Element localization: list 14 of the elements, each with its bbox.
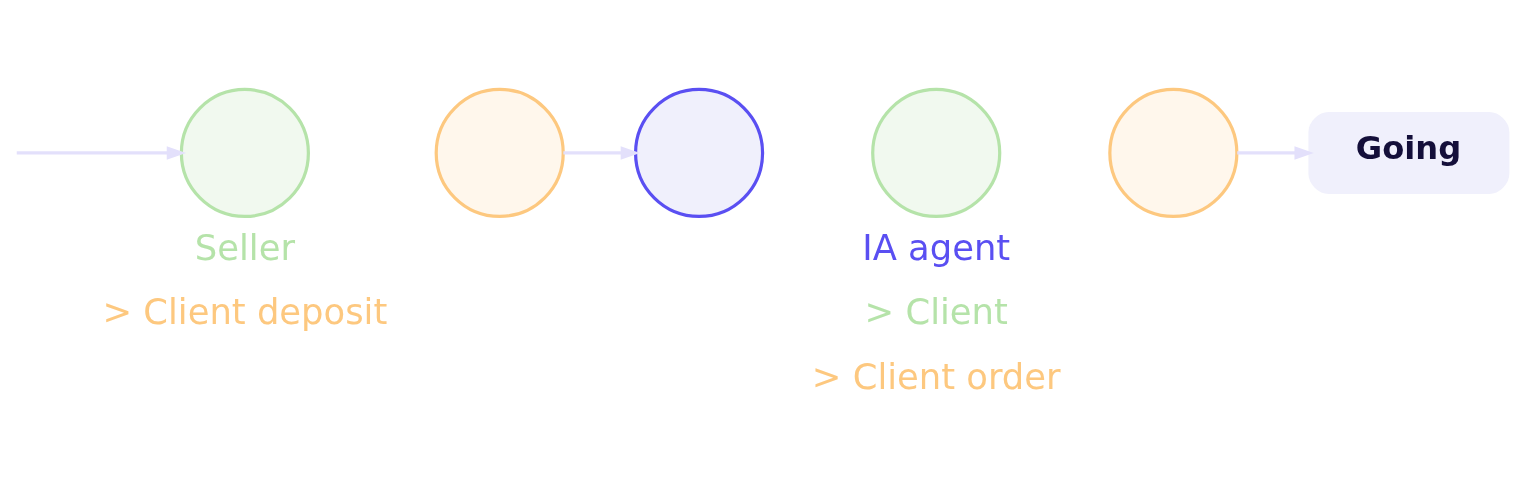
node-circle bbox=[179, 87, 310, 219]
arrow bbox=[16, 146, 187, 160]
node-circle bbox=[633, 87, 765, 219]
node-circle bbox=[1108, 87, 1239, 219]
label: > Client bbox=[864, 291, 1008, 333]
label: IA agent bbox=[862, 227, 1011, 269]
node-circle bbox=[434, 87, 565, 219]
node-box: Going bbox=[1308, 111, 1510, 194]
arrow bbox=[563, 146, 640, 160]
label: Seller bbox=[194, 227, 295, 269]
label: > Client deposit bbox=[102, 291, 388, 333]
node-circle bbox=[871, 87, 1002, 219]
arrow bbox=[1237, 146, 1314, 160]
label: > Client order bbox=[811, 355, 1061, 397]
